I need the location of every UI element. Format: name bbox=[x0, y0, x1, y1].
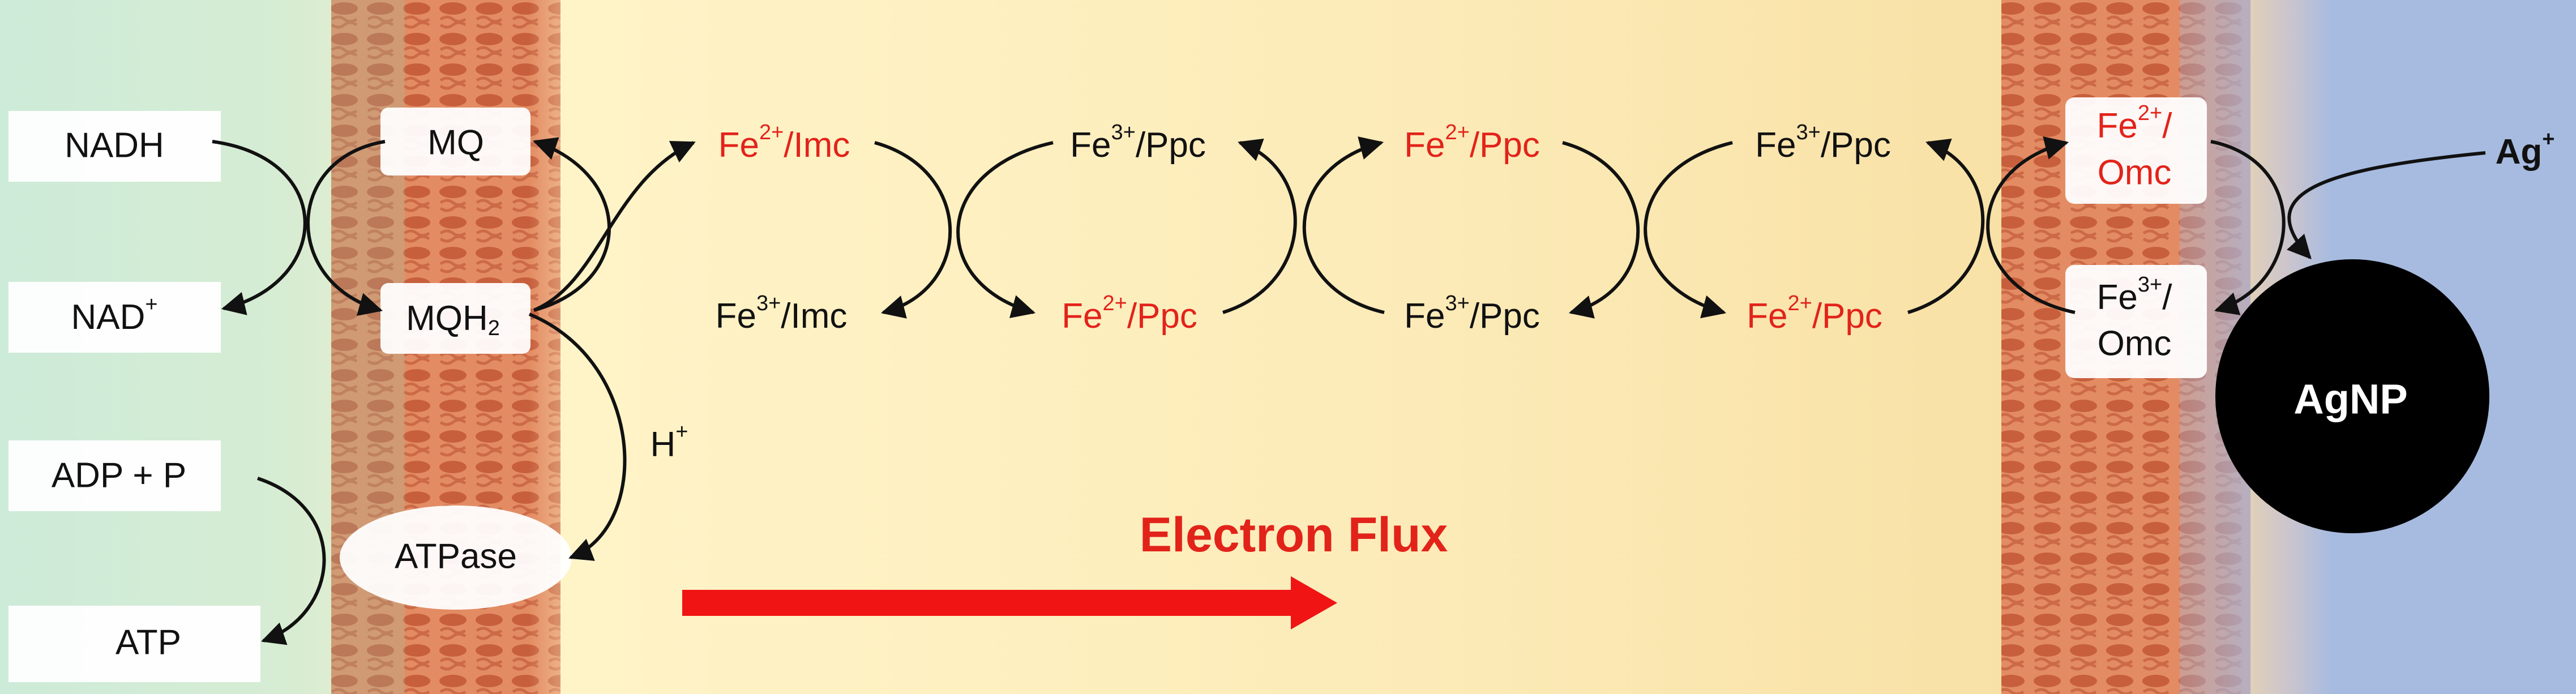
imc-reduction-arc bbox=[533, 141, 696, 312]
label-nad-plus: NAD+ bbox=[71, 293, 157, 337]
label-fe3-omc: Fe3+/ bbox=[2097, 273, 2173, 317]
label-fe2-ppc-bottom-1: Fe2+/Ppc bbox=[1062, 292, 1197, 336]
label-boxes bbox=[8, 97, 2207, 682]
ppc2-to-ppc3-arc-a bbox=[1562, 141, 1640, 319]
label-adp-p: ADP + P bbox=[52, 456, 186, 495]
label-fe2-omc: Fe2+/ bbox=[2097, 101, 2173, 145]
label-electron-flux: Electron Flux bbox=[1140, 508, 1448, 562]
label-fe3-ppc-top-2: Fe3+/Ppc bbox=[1755, 121, 1891, 165]
label-fe3-ppc-top-1: Fe3+/Ppc bbox=[1070, 121, 1206, 165]
omc-to-agnp-arc-a bbox=[2210, 140, 2286, 315]
ag-ion-reduction-arrow bbox=[2287, 151, 2486, 260]
label-atpase: ATPase bbox=[395, 537, 517, 576]
ppc3-to-omc-arc-a bbox=[1907, 138, 1985, 314]
label-h-plus: H+ bbox=[651, 420, 688, 464]
ppc1-to-ppc2-arc-a bbox=[1222, 138, 1297, 314]
imc-to-ppc-arc-a bbox=[874, 141, 952, 319]
mq-to-mqh2-arrow bbox=[306, 140, 386, 316]
label-fe2-ppc-top: Fe2+/Ppc bbox=[1404, 121, 1540, 165]
label-nadh: NADH bbox=[65, 126, 164, 165]
electron-flux-arrow bbox=[682, 576, 1337, 629]
label-fe2-omc-name: Omc bbox=[2098, 153, 2172, 192]
label-mq: MQ bbox=[427, 123, 484, 162]
label-atp: ATP bbox=[115, 623, 181, 662]
reaction-arrows bbox=[212, 136, 2486, 645]
label-agnp: AgNP bbox=[2293, 376, 2407, 423]
label-fe3-ppc-bottom: Fe3+/Ppc bbox=[1404, 292, 1540, 336]
label-fe2-imc: Fe2+/Imc bbox=[718, 121, 850, 165]
ppc1-to-ppc2-arc-b bbox=[1302, 136, 1385, 314]
label-fe3-omc-name: Omc bbox=[2098, 324, 2172, 363]
proton-arrow bbox=[528, 312, 627, 561]
imc-to-ppc-arc-b bbox=[956, 141, 1054, 318]
label-ag-ion: Ag+ bbox=[2496, 127, 2555, 172]
ppc3-to-omc-arc-b bbox=[1986, 136, 2076, 314]
nadh-to-nad-arrow bbox=[212, 140, 307, 315]
agnp-particle bbox=[2215, 259, 2489, 533]
adp-to-atp-arrow bbox=[257, 477, 326, 645]
ppc2-to-ppc3-arc-b bbox=[1644, 141, 1733, 319]
label-fe3-imc: Fe3+/Imc bbox=[716, 292, 848, 336]
label-mqh2: MQH2 bbox=[406, 299, 500, 341]
label-fe2-ppc-bottom-2: Fe2+/Ppc bbox=[1747, 292, 1882, 336]
